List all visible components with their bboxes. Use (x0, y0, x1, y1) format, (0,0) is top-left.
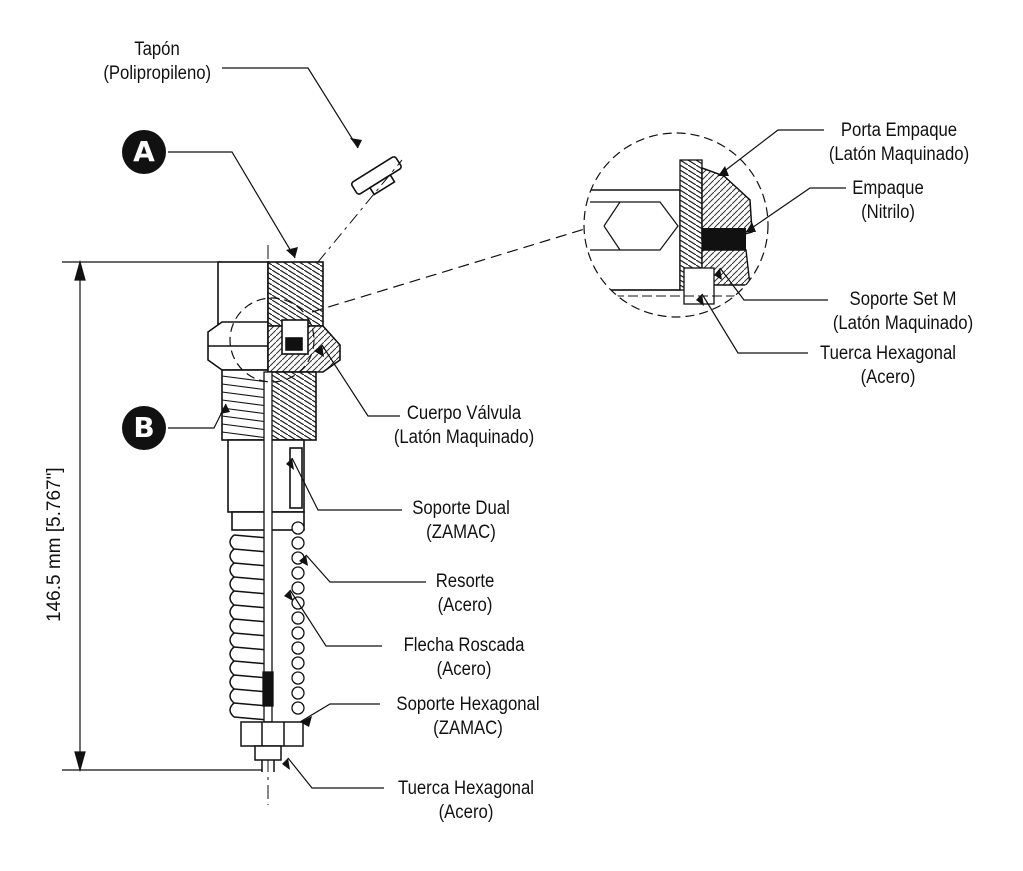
callout-porta-empaque: Porta Empaque (Latón Maquinado) (828, 119, 971, 167)
callout-tapon: Tapón (Polipropileno) (103, 38, 212, 86)
spring (229, 534, 269, 721)
callout-soporte-set-m: Soporte Set M (Latón Maquinado) (832, 288, 975, 336)
valve-body (207, 261, 269, 531)
callout-resorte: Resorte (Acero) (425, 570, 504, 618)
callout-name: Soporte Set M (849, 289, 957, 310)
callout-soporte-dual: Soporte Dual (ZAMAC) (409, 497, 513, 545)
callout-soporte-hexagonal: Soporte Hexagonal (ZAMAC) (389, 693, 547, 741)
callout-name: Flecha Roscada (403, 635, 525, 656)
callout-name: Tuerca Hexagonal (819, 343, 957, 364)
cap (350, 156, 402, 196)
callout-name: Porta Empaque (840, 120, 958, 141)
callout-material: (Nitrilo) (861, 202, 915, 223)
valve-section (267, 261, 341, 531)
detail-view (584, 133, 768, 317)
callout-name: Soporte Hexagonal (396, 694, 540, 715)
callout-name: Tuerca Hexagonal (397, 778, 535, 799)
callout-tuerca-hexagonal-bottom: Tuerca Hexagonal (Acero) (394, 777, 538, 825)
marker-a: A (122, 130, 166, 174)
height-dimension (62, 259, 262, 773)
callout-material: (ZAMAC) (426, 522, 496, 543)
height-dimension-label: 146.5 mm [5.767"] (44, 467, 65, 622)
callout-name: Cuerpo Válvula (406, 403, 522, 424)
callout-name: Soporte Dual (412, 498, 510, 519)
callout-cuerpo-valvula: Cuerpo Válvula (Latón Maquinado) (394, 402, 535, 450)
callout-material: (Latón Maquinado) (832, 313, 974, 334)
callout-material: (Polipropileno) (103, 63, 212, 84)
marker-b: B (122, 406, 166, 450)
callout-flecha-roscada: Flecha Roscada (Acero) (397, 634, 531, 682)
callout-material: (Latón Maquinado) (393, 427, 535, 448)
callout-material: (Acero) (860, 367, 916, 388)
callout-material: (Latón Maquinado) (828, 144, 970, 165)
callout-name: Empaque (852, 178, 924, 199)
callout-name: Tapón (134, 39, 180, 60)
callout-material: (ZAMAC) (433, 718, 503, 739)
leader-lines (168, 67, 846, 789)
callout-tuerca-hexagonal-detail: Tuerca Hexagonal (Acero) (816, 342, 960, 390)
callout-material: (Acero) (436, 659, 492, 680)
callout-empaque: Empaque (Nitrilo) (846, 177, 930, 225)
hex-support (240, 721, 304, 772)
callout-name: Resorte (435, 571, 495, 592)
callout-material: (Acero) (437, 595, 493, 616)
callout-material: (Acero) (438, 802, 494, 823)
